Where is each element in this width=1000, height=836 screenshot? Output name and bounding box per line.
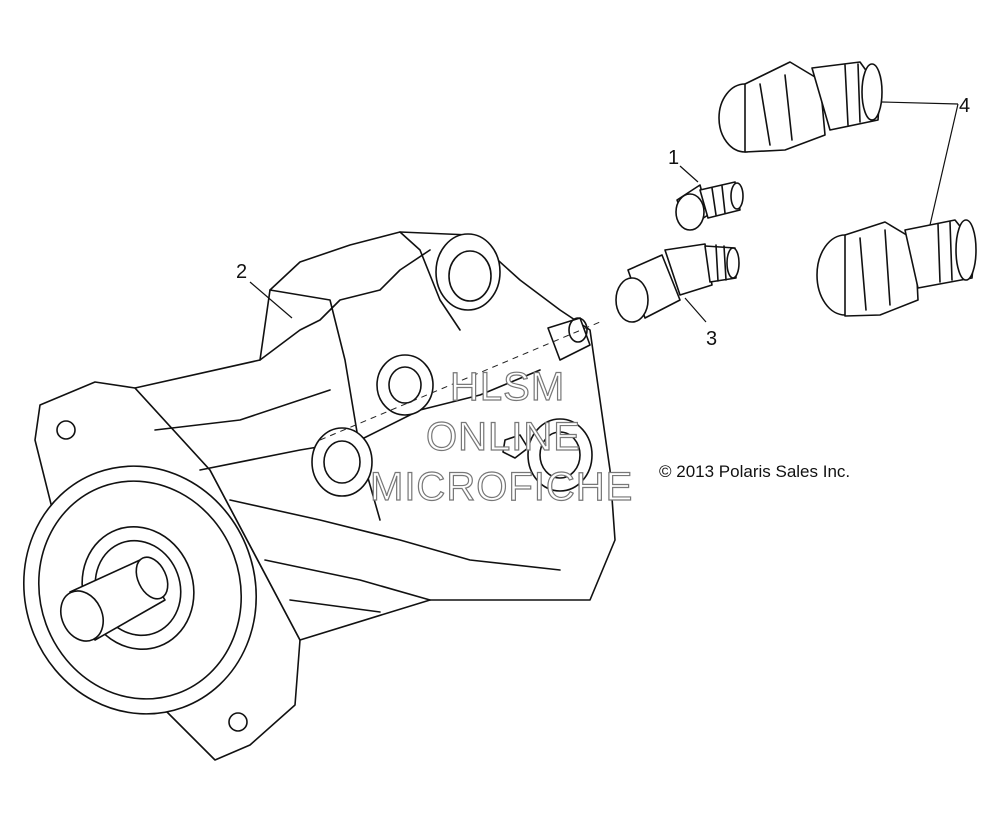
watermark-line-2: ONLINE bbox=[426, 415, 581, 459]
leader-line-1 bbox=[679, 165, 699, 183]
fitting-part-3 bbox=[615, 243, 740, 323]
copyright-notice: © 2013 Polaris Sales Inc. bbox=[659, 462, 850, 481]
fitting-part-1 bbox=[675, 181, 744, 231]
watermark-line-1: HLSM bbox=[450, 365, 565, 409]
callout-3: 3 bbox=[706, 328, 717, 350]
elbow-fitting-part-4-bottom bbox=[816, 219, 977, 317]
leader-line-4 bbox=[881, 101, 959, 226]
leader-line-3 bbox=[684, 297, 707, 323]
watermark-line-3: MICROFICHE bbox=[370, 465, 633, 509]
callout-2: 2 bbox=[236, 261, 247, 283]
elbow-fitting-part-4-top bbox=[718, 61, 883, 153]
leader-line-2 bbox=[249, 281, 293, 319]
callout-4: 4 bbox=[959, 95, 970, 117]
callout-1: 1 bbox=[668, 147, 679, 169]
watermark: HLSM ONLINE MICROFICHE bbox=[369, 364, 633, 509]
hydraulic-pump-part-2 bbox=[22, 231, 616, 761]
